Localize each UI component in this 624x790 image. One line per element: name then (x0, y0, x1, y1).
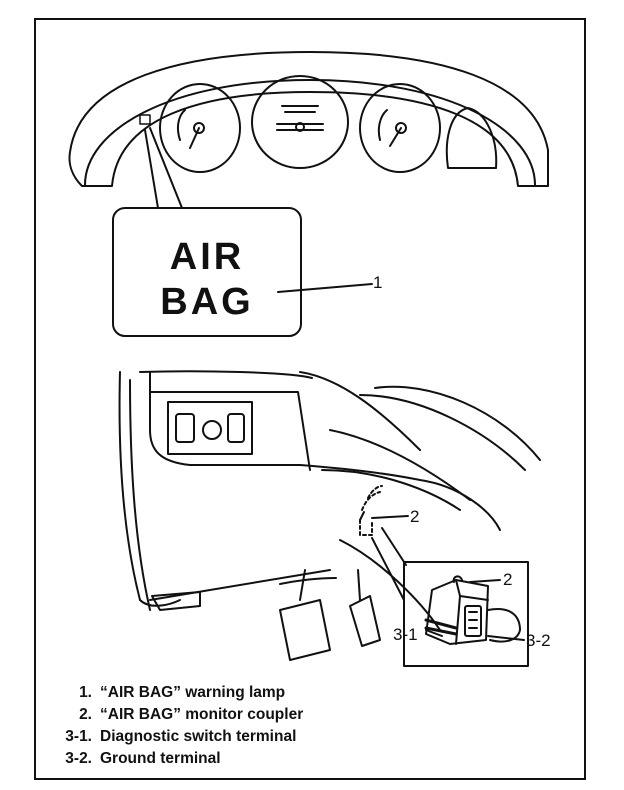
callout-1: 1 (373, 273, 383, 292)
accelerator-pedal (349, 595, 381, 647)
callout-2-location: 2 (410, 507, 420, 526)
legend-item: 1. “AIR BAG” warning lamp (48, 682, 303, 704)
speedometer-gauge (251, 75, 349, 169)
legend-text: “AIR BAG” monitor coupler (100, 706, 304, 723)
legend-item: 3-2. Ground terminal (48, 748, 303, 770)
callout-2-detail: 2 (503, 570, 513, 589)
warning-lamp-text-line1: AIR (169, 236, 245, 278)
callout-3-1: 3-1 (393, 625, 418, 644)
legend-item: 3-1. Diagnostic switch terminal (48, 726, 303, 748)
legend-number: 3-2. (65, 750, 92, 767)
tachometer-gauge (159, 83, 241, 173)
coupler-location (359, 485, 383, 536)
leader-line-2b (469, 579, 501, 583)
legend-number: 2. (79, 706, 92, 723)
leader-line-3-2 (487, 635, 525, 641)
legend-text: Ground terminal (100, 750, 221, 767)
instrument-cluster (68, 51, 549, 209)
legend-text: “AIR BAG” warning lamp (100, 684, 286, 701)
switch-panel (167, 401, 253, 455)
leader-line-2 (371, 515, 409, 519)
legend-text: Diagnostic switch terminal (100, 728, 297, 745)
lower-dashboard (118, 370, 541, 661)
fuel-gauge (359, 83, 441, 173)
brake-pedal (279, 599, 331, 661)
legend-number: 1. (79, 684, 92, 701)
leader-line-3-1 (425, 629, 443, 637)
callout-3-2: 3-2 (526, 631, 551, 650)
legend-item: 2. “AIR BAG” monitor coupler (48, 704, 303, 726)
legend-number: 3-1. (65, 728, 92, 745)
monitor-coupler (424, 575, 521, 645)
warning-lamp-text-line2: BAG (160, 281, 254, 323)
legend: 1. “AIR BAG” warning lamp 2. “AIR BAG” m… (48, 682, 303, 770)
warning-lamp-box (112, 207, 302, 337)
figure-frame (34, 18, 586, 780)
coupler-detail-box (403, 561, 529, 667)
leader-line-1 (277, 283, 373, 293)
